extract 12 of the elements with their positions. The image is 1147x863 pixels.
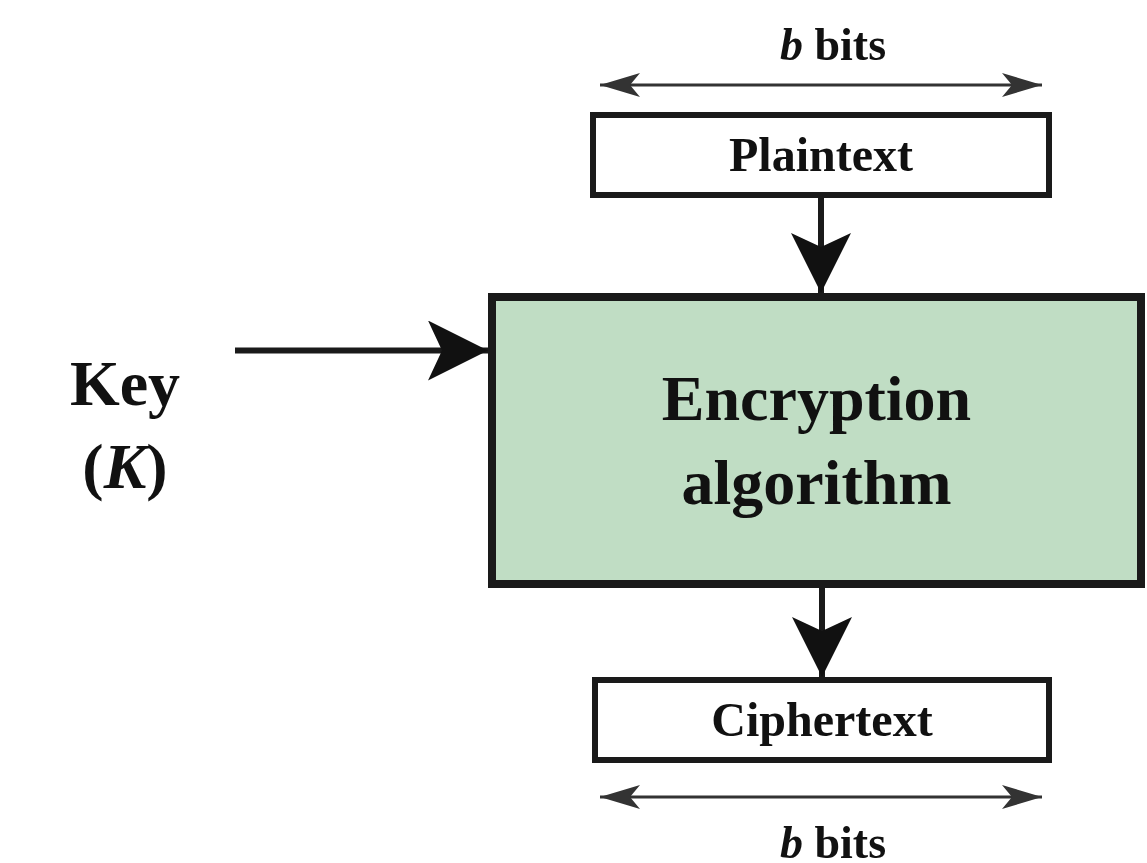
box-text: Plaintext [729, 126, 913, 183]
process-box [592, 677, 1052, 763]
process-box [488, 293, 1145, 588]
key-label: Key (K) [69, 346, 181, 504]
arrow [235, 320, 488, 381]
arrow [791, 198, 851, 293]
dimension-label: b bits [778, 22, 888, 68]
process-box [590, 112, 1052, 198]
box-text: Ciphertext [711, 691, 933, 748]
dimension-label: b bits [778, 820, 888, 863]
arrow [792, 588, 852, 677]
box-text: Encryption algorithm [660, 362, 973, 520]
